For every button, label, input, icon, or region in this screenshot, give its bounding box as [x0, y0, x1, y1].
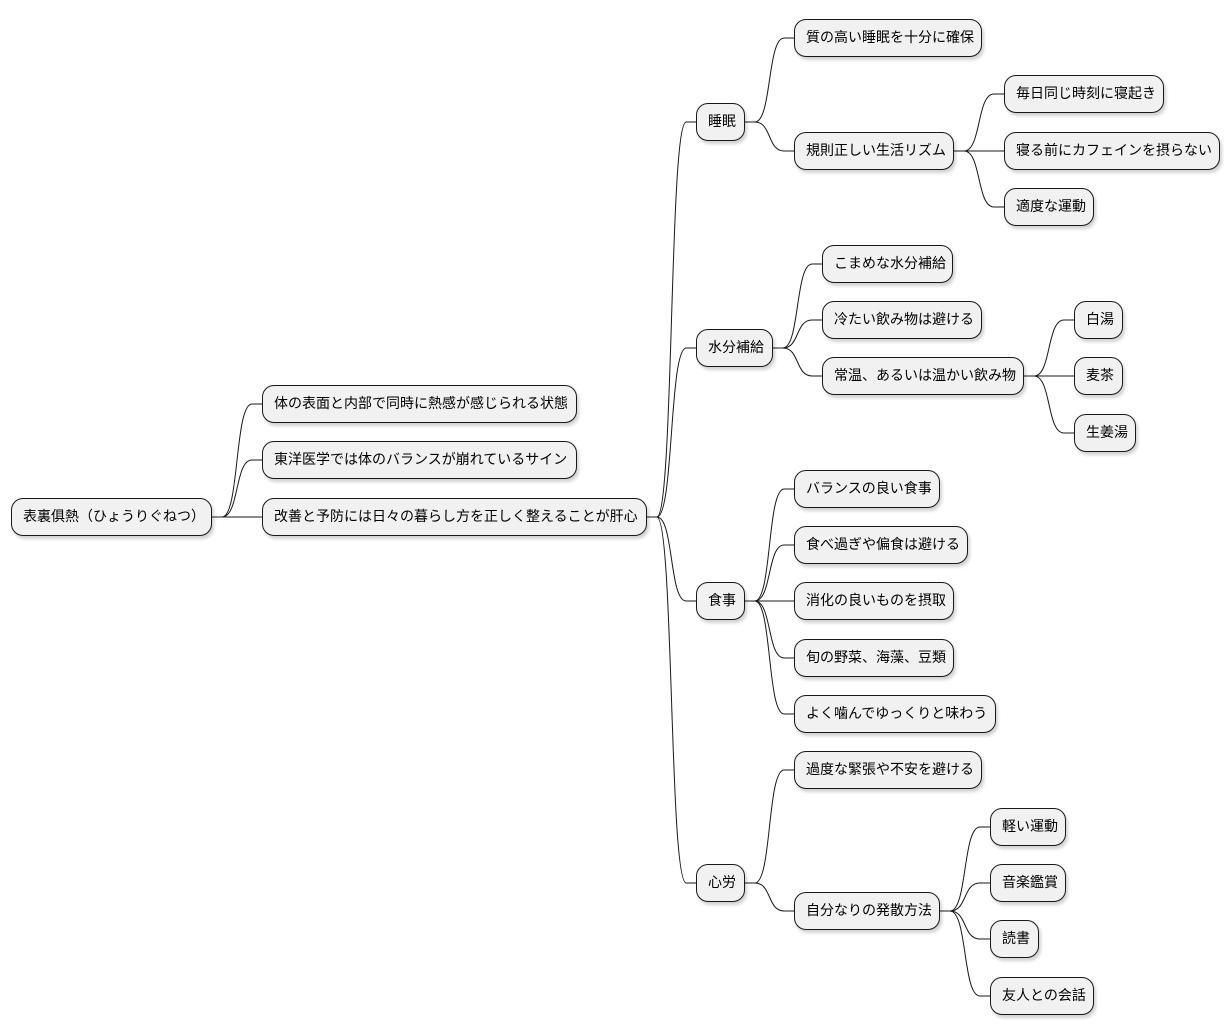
node-hydration: 水分補給 — [696, 329, 773, 367]
node-stress-avoid-tension: 過度な緊張や不安を避ける — [794, 751, 982, 789]
node-sleep: 睡眠 — [696, 103, 745, 141]
node-sleep-rhythm: 規則正しい生活リズム — [794, 132, 954, 170]
edge-improvement--diet — [647, 516, 696, 602]
edge-improvement--sleep — [647, 121, 696, 518]
edge-diet--diet-chew — [745, 600, 794, 715]
edge-improvement--hydration — [647, 347, 696, 518]
edge-hydration--hydration-warm — [773, 347, 822, 377]
edge-root--definition — [212, 403, 262, 518]
edge-stress-release--stress-friends — [940, 910, 990, 997]
edge-sleep--sleep-quality — [745, 37, 794, 123]
node-diet-chew: よく噛んでゆっくりと味わう — [794, 695, 996, 733]
node-hydration-hot-water: 白湯 — [1074, 301, 1123, 339]
edge-hydration-warm--hydration-ginger — [1024, 375, 1074, 434]
node-stress-friends: 友人との会話 — [990, 977, 1094, 1015]
edge-diet--diet-balanced — [745, 488, 794, 602]
edge-hydration--hydration-frequent — [773, 263, 822, 349]
node-hydration-ginger: 生姜湯 — [1074, 414, 1136, 452]
node-hydration-frequent: こまめな水分補給 — [822, 245, 953, 283]
edge-improvement--stress — [647, 516, 696, 884]
node-stress: 心労 — [696, 864, 745, 902]
node-eastern-medicine: 東洋医学では体のバランスが崩れているサイン — [262, 441, 577, 479]
edge-sleep--sleep-rhythm — [745, 121, 794, 152]
node-definition: 体の表面と内部で同時に熱感が感じられる状態 — [262, 385, 577, 423]
node-sleep-same-time: 毎日同じ時刻に寝起き — [1004, 75, 1164, 113]
node-hydration-warm: 常温、あるいは温かい飲み物 — [822, 357, 1024, 395]
node-hydration-barley-tea: 麦茶 — [1074, 357, 1123, 395]
node-stress-release: 自分なりの発散方法 — [794, 892, 940, 930]
edge-root--eastern-medicine — [212, 459, 262, 518]
node-diet-balanced: バランスの良い食事 — [794, 470, 940, 508]
node-diet: 食事 — [696, 582, 745, 620]
node-stress-light-exercise: 軽い運動 — [990, 808, 1066, 846]
edge-diet--diet-no-overeating — [745, 544, 794, 602]
edge-stress-release--stress-light-exercise — [940, 826, 990, 912]
edge-diet--diet-seasonal — [745, 600, 794, 659]
node-stress-reading: 読書 — [990, 920, 1039, 958]
edge-stress--stress-release — [745, 882, 794, 912]
edge-stress-release--stress-music — [940, 882, 990, 912]
node-stress-music: 音楽鑑賞 — [990, 864, 1066, 902]
node-sleep-no-caffeine: 寝る前にカフェインを摂らない — [1004, 132, 1220, 170]
edge-hydration--hydration-avoid-cold — [773, 319, 822, 349]
edge-hydration-warm--hydration-hot-water — [1024, 319, 1074, 377]
node-hydration-avoid-cold: 冷たい飲み物は避ける — [822, 301, 982, 339]
edge-sleep-rhythm--sleep-same-time — [954, 93, 1004, 152]
node-root: 表裏俱熱（ひょうりぐねつ） — [11, 498, 212, 536]
edge-stress--stress-avoid-tension — [745, 769, 794, 884]
node-sleep-quality: 質の高い睡眠を十分に確保 — [794, 19, 982, 57]
edge-sleep-rhythm--sleep-exercise — [954, 150, 1004, 208]
node-diet-no-overeating: 食べ過ぎや偏食は避ける — [794, 526, 968, 564]
node-diet-seasonal: 旬の野菜、海藻、豆類 — [794, 639, 954, 677]
node-sleep-exercise: 適度な運動 — [1004, 188, 1094, 226]
node-diet-digestible: 消化の良いものを摂取 — [794, 582, 954, 620]
node-improvement: 改善と予防には日々の暮らし方を正しく整えることが肝心 — [262, 498, 647, 536]
edge-stress-release--stress-reading — [940, 910, 990, 940]
